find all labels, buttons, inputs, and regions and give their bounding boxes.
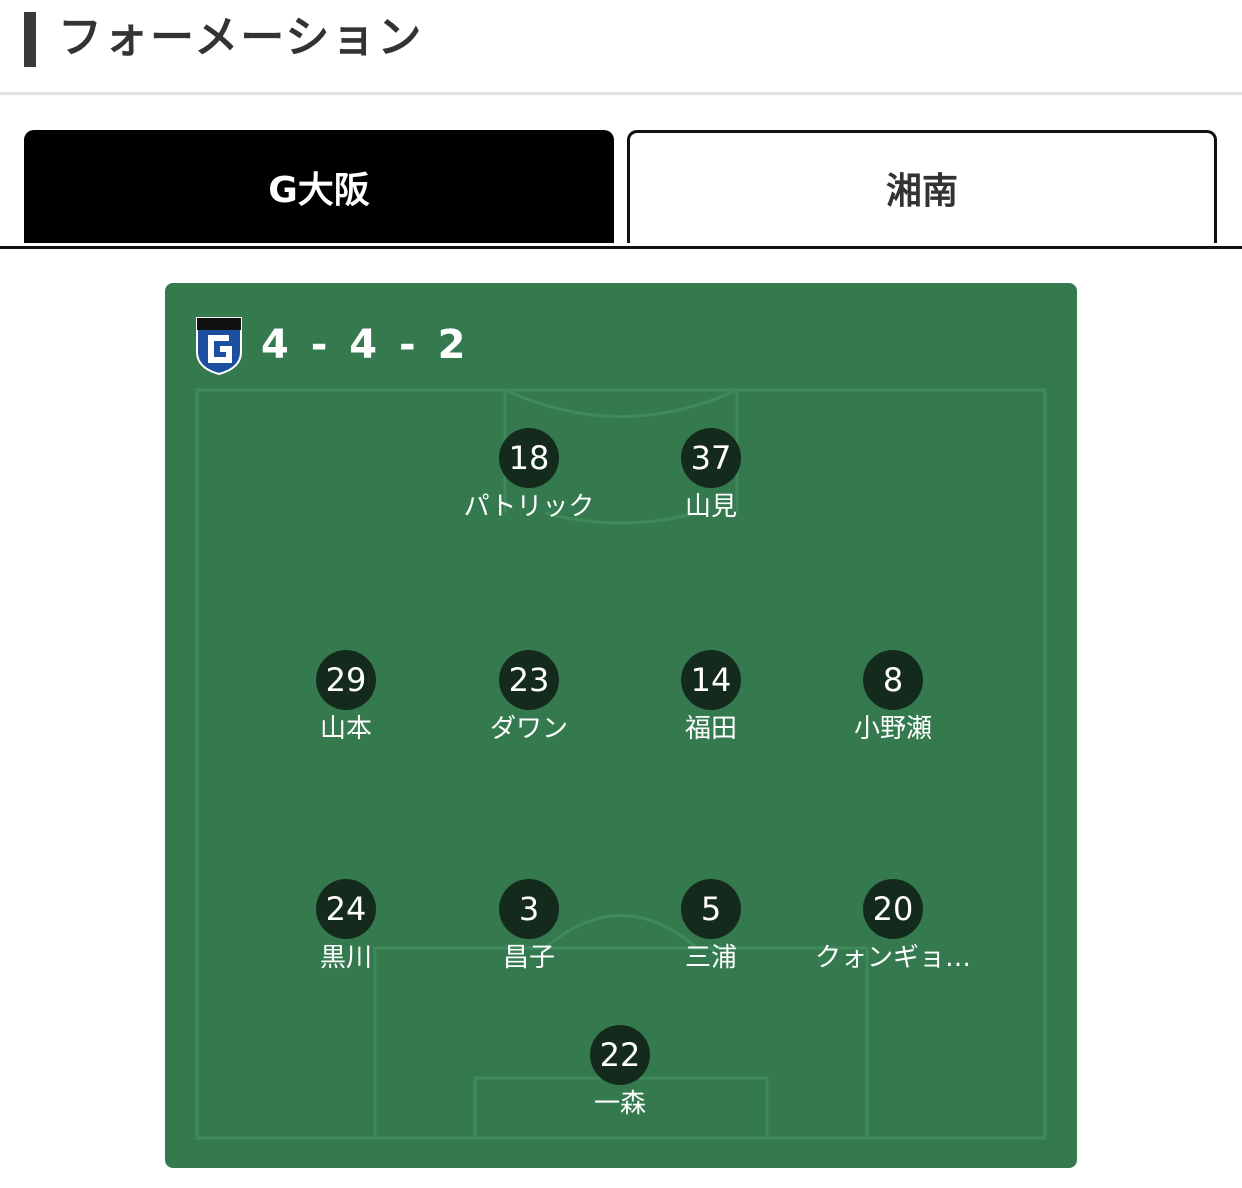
team-tabs: G大阪 湘南 <box>0 130 1242 249</box>
tab-shonan[interactable]: 湘南 <box>627 130 1217 243</box>
player-name: パトリック <box>463 492 595 522</box>
player-number-badge: 24 <box>316 879 376 939</box>
player-card[interactable]: 24 黒川 <box>256 879 436 975</box>
formation-pitch: 4 - 4 - 2 18 パトリック 37 山見 29 山本 23 ダワン 14… <box>165 283 1077 1168</box>
player-name: 小野瀬 <box>853 714 932 744</box>
player-card[interactable]: 37 山見 <box>621 428 801 524</box>
player-card[interactable]: 14 福田 <box>621 650 801 746</box>
player-name: 三浦 <box>684 943 737 973</box>
player-name: 山本 <box>319 714 372 744</box>
player-card[interactable]: 18 パトリック <box>439 428 619 524</box>
tab-gamba-osaka[interactable]: G大阪 <box>24 130 614 243</box>
player-number-badge: 22 <box>590 1025 650 1085</box>
player-number-badge: 8 <box>863 650 923 710</box>
gamba-osaka-emblem-icon <box>196 317 242 376</box>
player-card[interactable]: 5 三浦 <box>621 879 801 975</box>
player-card[interactable]: 22 一森 <box>530 1025 710 1121</box>
section-title: フォーメーション <box>58 12 424 63</box>
player-number-badge: 29 <box>316 650 376 710</box>
player-number-badge: 37 <box>681 428 741 488</box>
player-name: クォンギョ… <box>814 943 971 973</box>
player-name: ダワン <box>489 714 568 744</box>
player-name: 黒川 <box>319 943 372 973</box>
player-name: 福田 <box>684 714 737 744</box>
player-card[interactable]: 3 昌子 <box>439 879 619 975</box>
player-card[interactable]: 20 クォンギョ… <box>803 879 983 975</box>
player-card[interactable]: 23 ダワン <box>439 650 619 746</box>
player-card[interactable]: 29 山本 <box>256 650 436 746</box>
player-card[interactable]: 8 小野瀬 <box>803 650 983 746</box>
player-number-badge: 5 <box>681 879 741 939</box>
player-number-badge: 18 <box>499 428 559 488</box>
player-number-badge: 3 <box>499 879 559 939</box>
formation-label: 4 - 4 - 2 <box>261 322 470 368</box>
player-name: 山見 <box>684 492 737 522</box>
player-name: 一森 <box>593 1089 646 1119</box>
player-name: 昌子 <box>502 943 555 973</box>
section-accent-bar <box>24 12 36 67</box>
section-header: フォーメーション <box>0 0 1242 95</box>
pitch-markings <box>195 388 1047 1140</box>
player-number-badge: 23 <box>499 650 559 710</box>
player-number-badge: 20 <box>863 879 923 939</box>
player-number-badge: 14 <box>681 650 741 710</box>
